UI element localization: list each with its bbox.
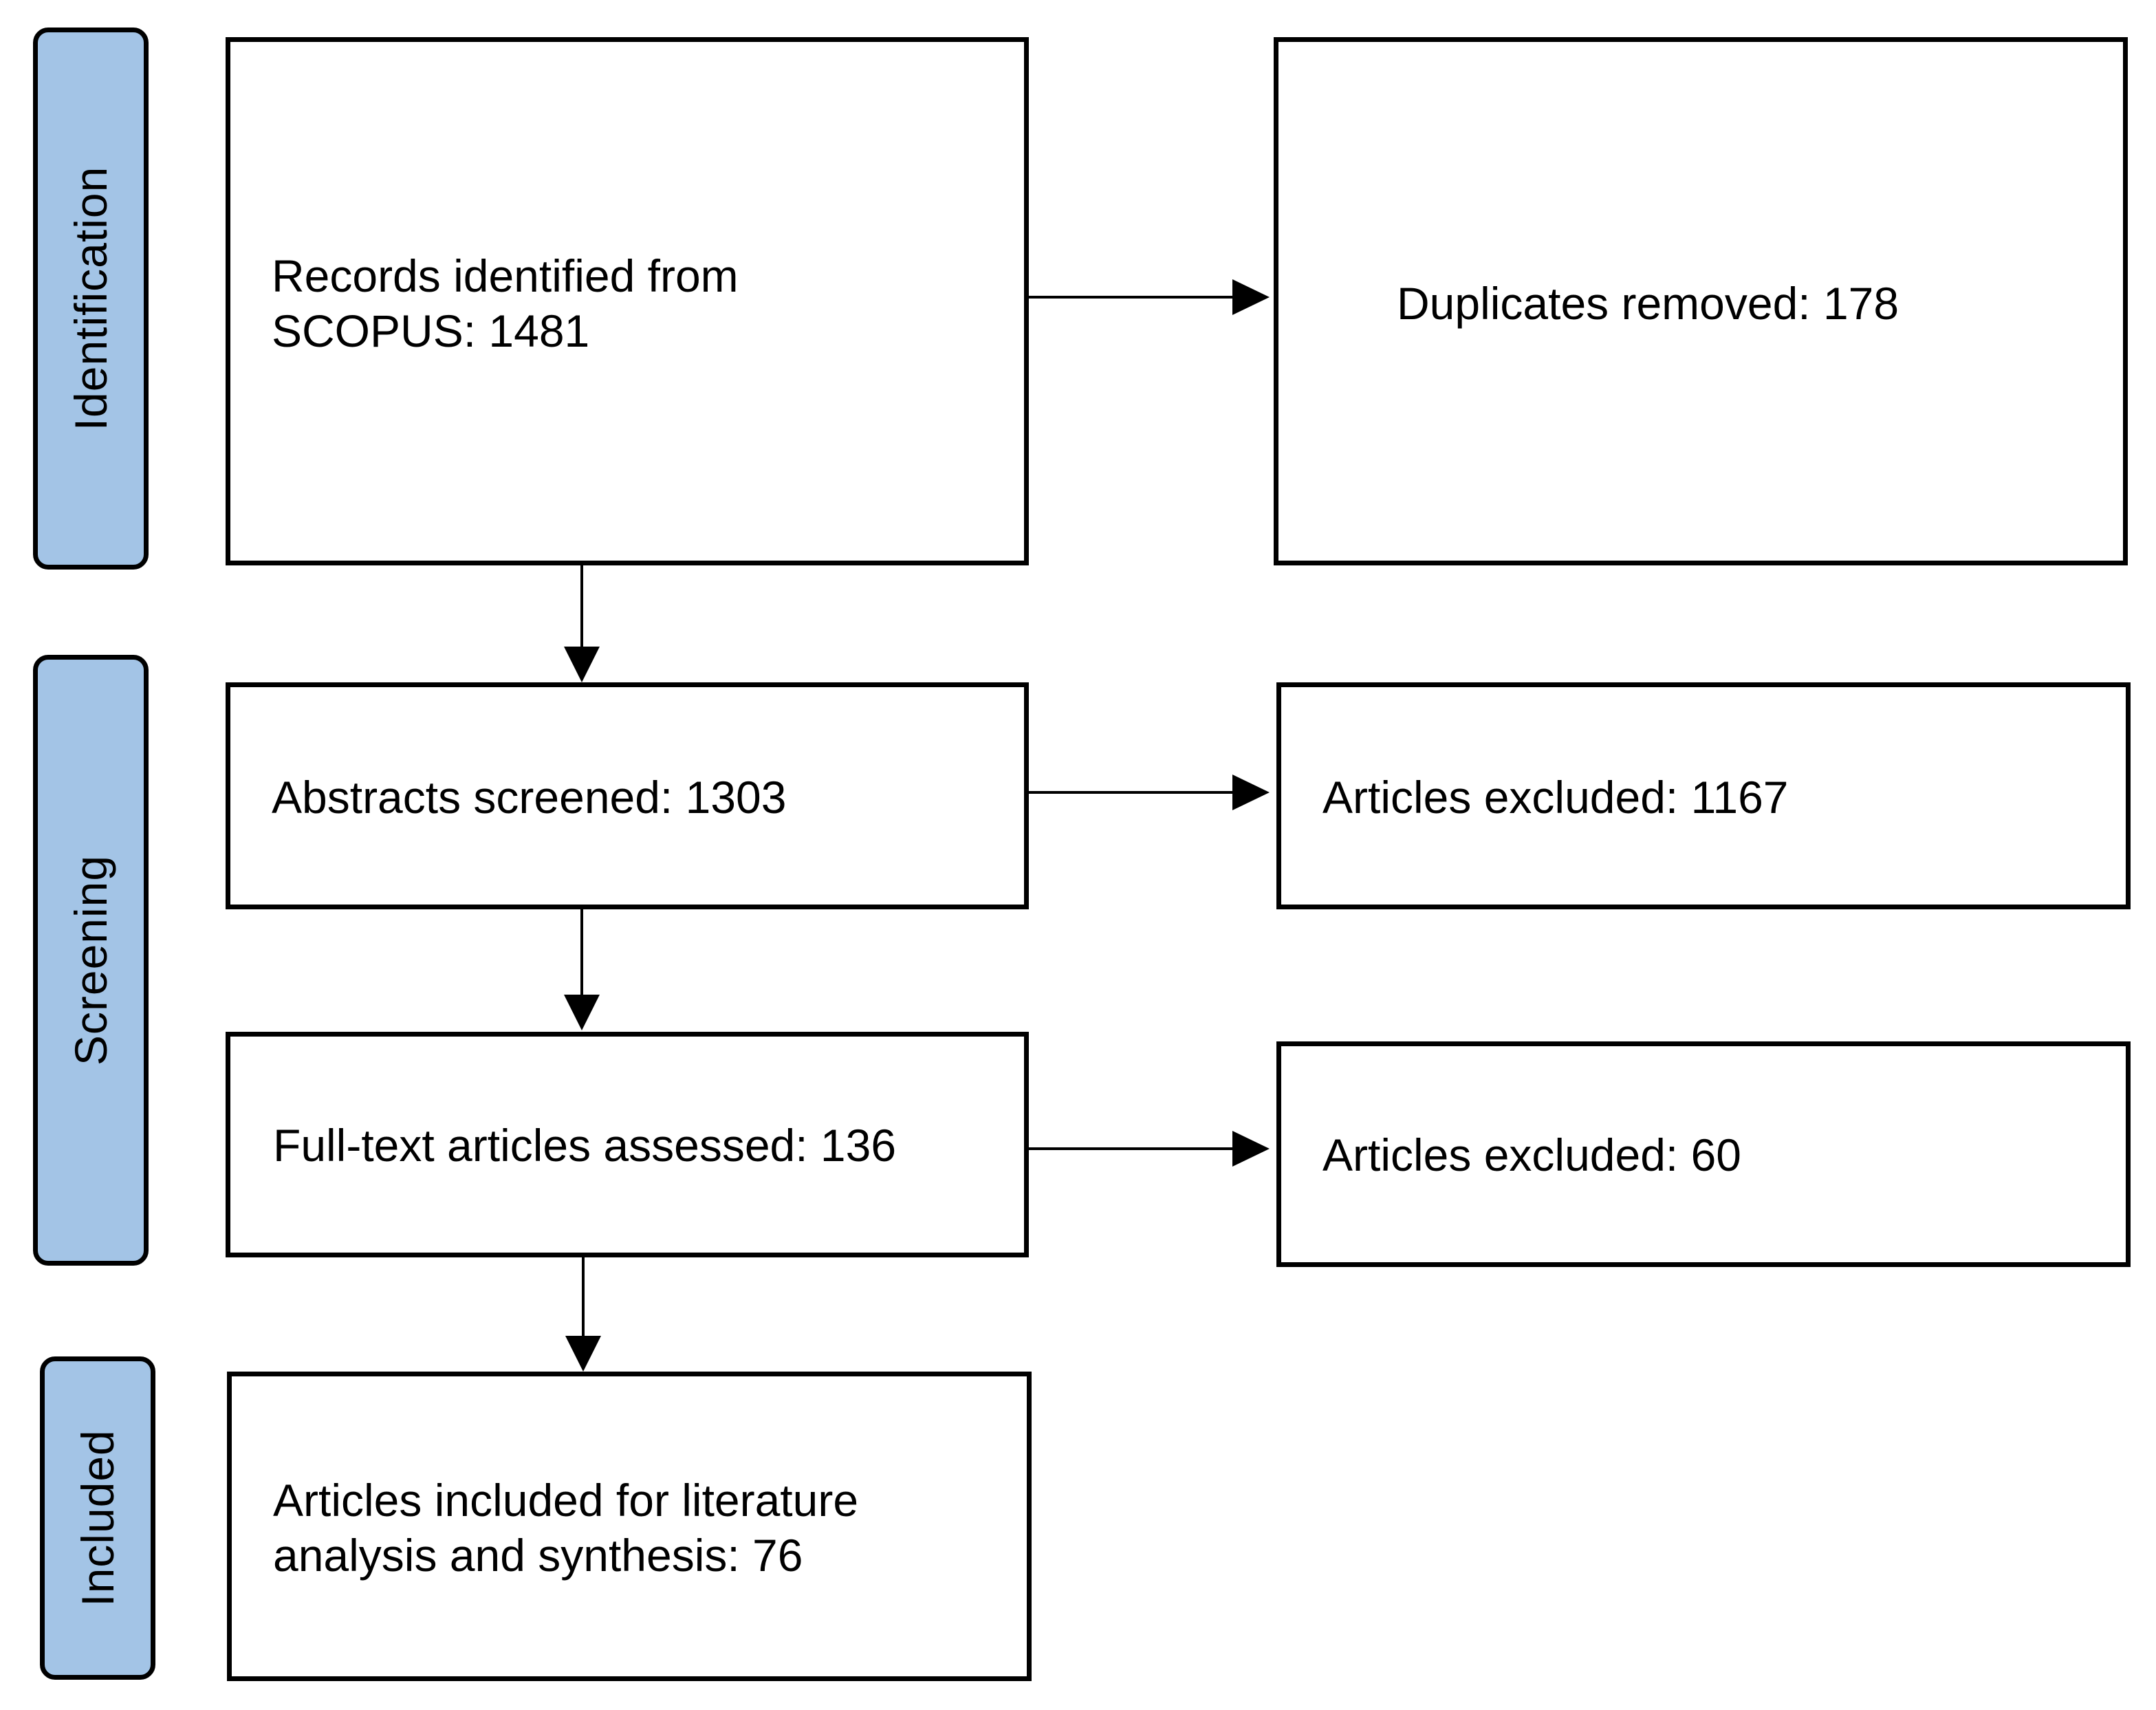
fulltext-excluded-box: Articles excluded: 60 bbox=[1276, 1041, 2131, 1267]
records-identified-box: Records identified from SCOPUS: 1481 bbox=[226, 37, 1029, 565]
duplicates-removed-box: Duplicates removed: 178 bbox=[1274, 37, 2128, 565]
arrow-records-to-abstracts-head bbox=[564, 647, 600, 682]
stage-label-identification-text: Identification bbox=[65, 166, 116, 431]
arrow-fulltext-to-included-head bbox=[565, 1336, 601, 1372]
records-identified-text: Records identified from SCOPUS: 1481 bbox=[272, 250, 739, 356]
abstracts-excluded-text: Articles excluded: 1167 bbox=[1322, 772, 1789, 823]
stage-label-identification: Identification bbox=[33, 28, 149, 570]
fulltext-assessed-text: Full-text articles assessed: 136 bbox=[273, 1120, 897, 1171]
stage-label-screening-text: Screening bbox=[65, 854, 116, 1066]
stage-label-included: Included bbox=[40, 1356, 155, 1680]
arrow-fulltext-to-excluded-head bbox=[1232, 1131, 1270, 1167]
abstracts-excluded-box: Articles excluded: 1167 bbox=[1276, 682, 2131, 909]
arrow-abstracts-to-excluded-head bbox=[1232, 775, 1270, 810]
duplicates-removed-text: Duplicates removed: 178 bbox=[1397, 278, 1899, 329]
stage-label-screening: Screening bbox=[33, 655, 149, 1266]
fulltext-excluded-text: Articles excluded: 60 bbox=[1322, 1129, 1741, 1180]
fulltext-assessed-box: Full-text articles assessed: 136 bbox=[226, 1032, 1029, 1257]
arrow-abstracts-to-fulltext-head bbox=[564, 995, 600, 1030]
articles-included-box: Articles included for literature analysi… bbox=[227, 1372, 1032, 1681]
stage-label-included-text: Included bbox=[72, 1429, 123, 1607]
arrow-records-to-duplicates-head bbox=[1232, 279, 1270, 315]
articles-included-text: Articles included for literature analysi… bbox=[273, 1475, 859, 1581]
abstracts-screened-box: Abstracts screened: 1303 bbox=[226, 682, 1029, 909]
abstracts-screened-text: Abstracts screened: 1303 bbox=[272, 772, 787, 823]
